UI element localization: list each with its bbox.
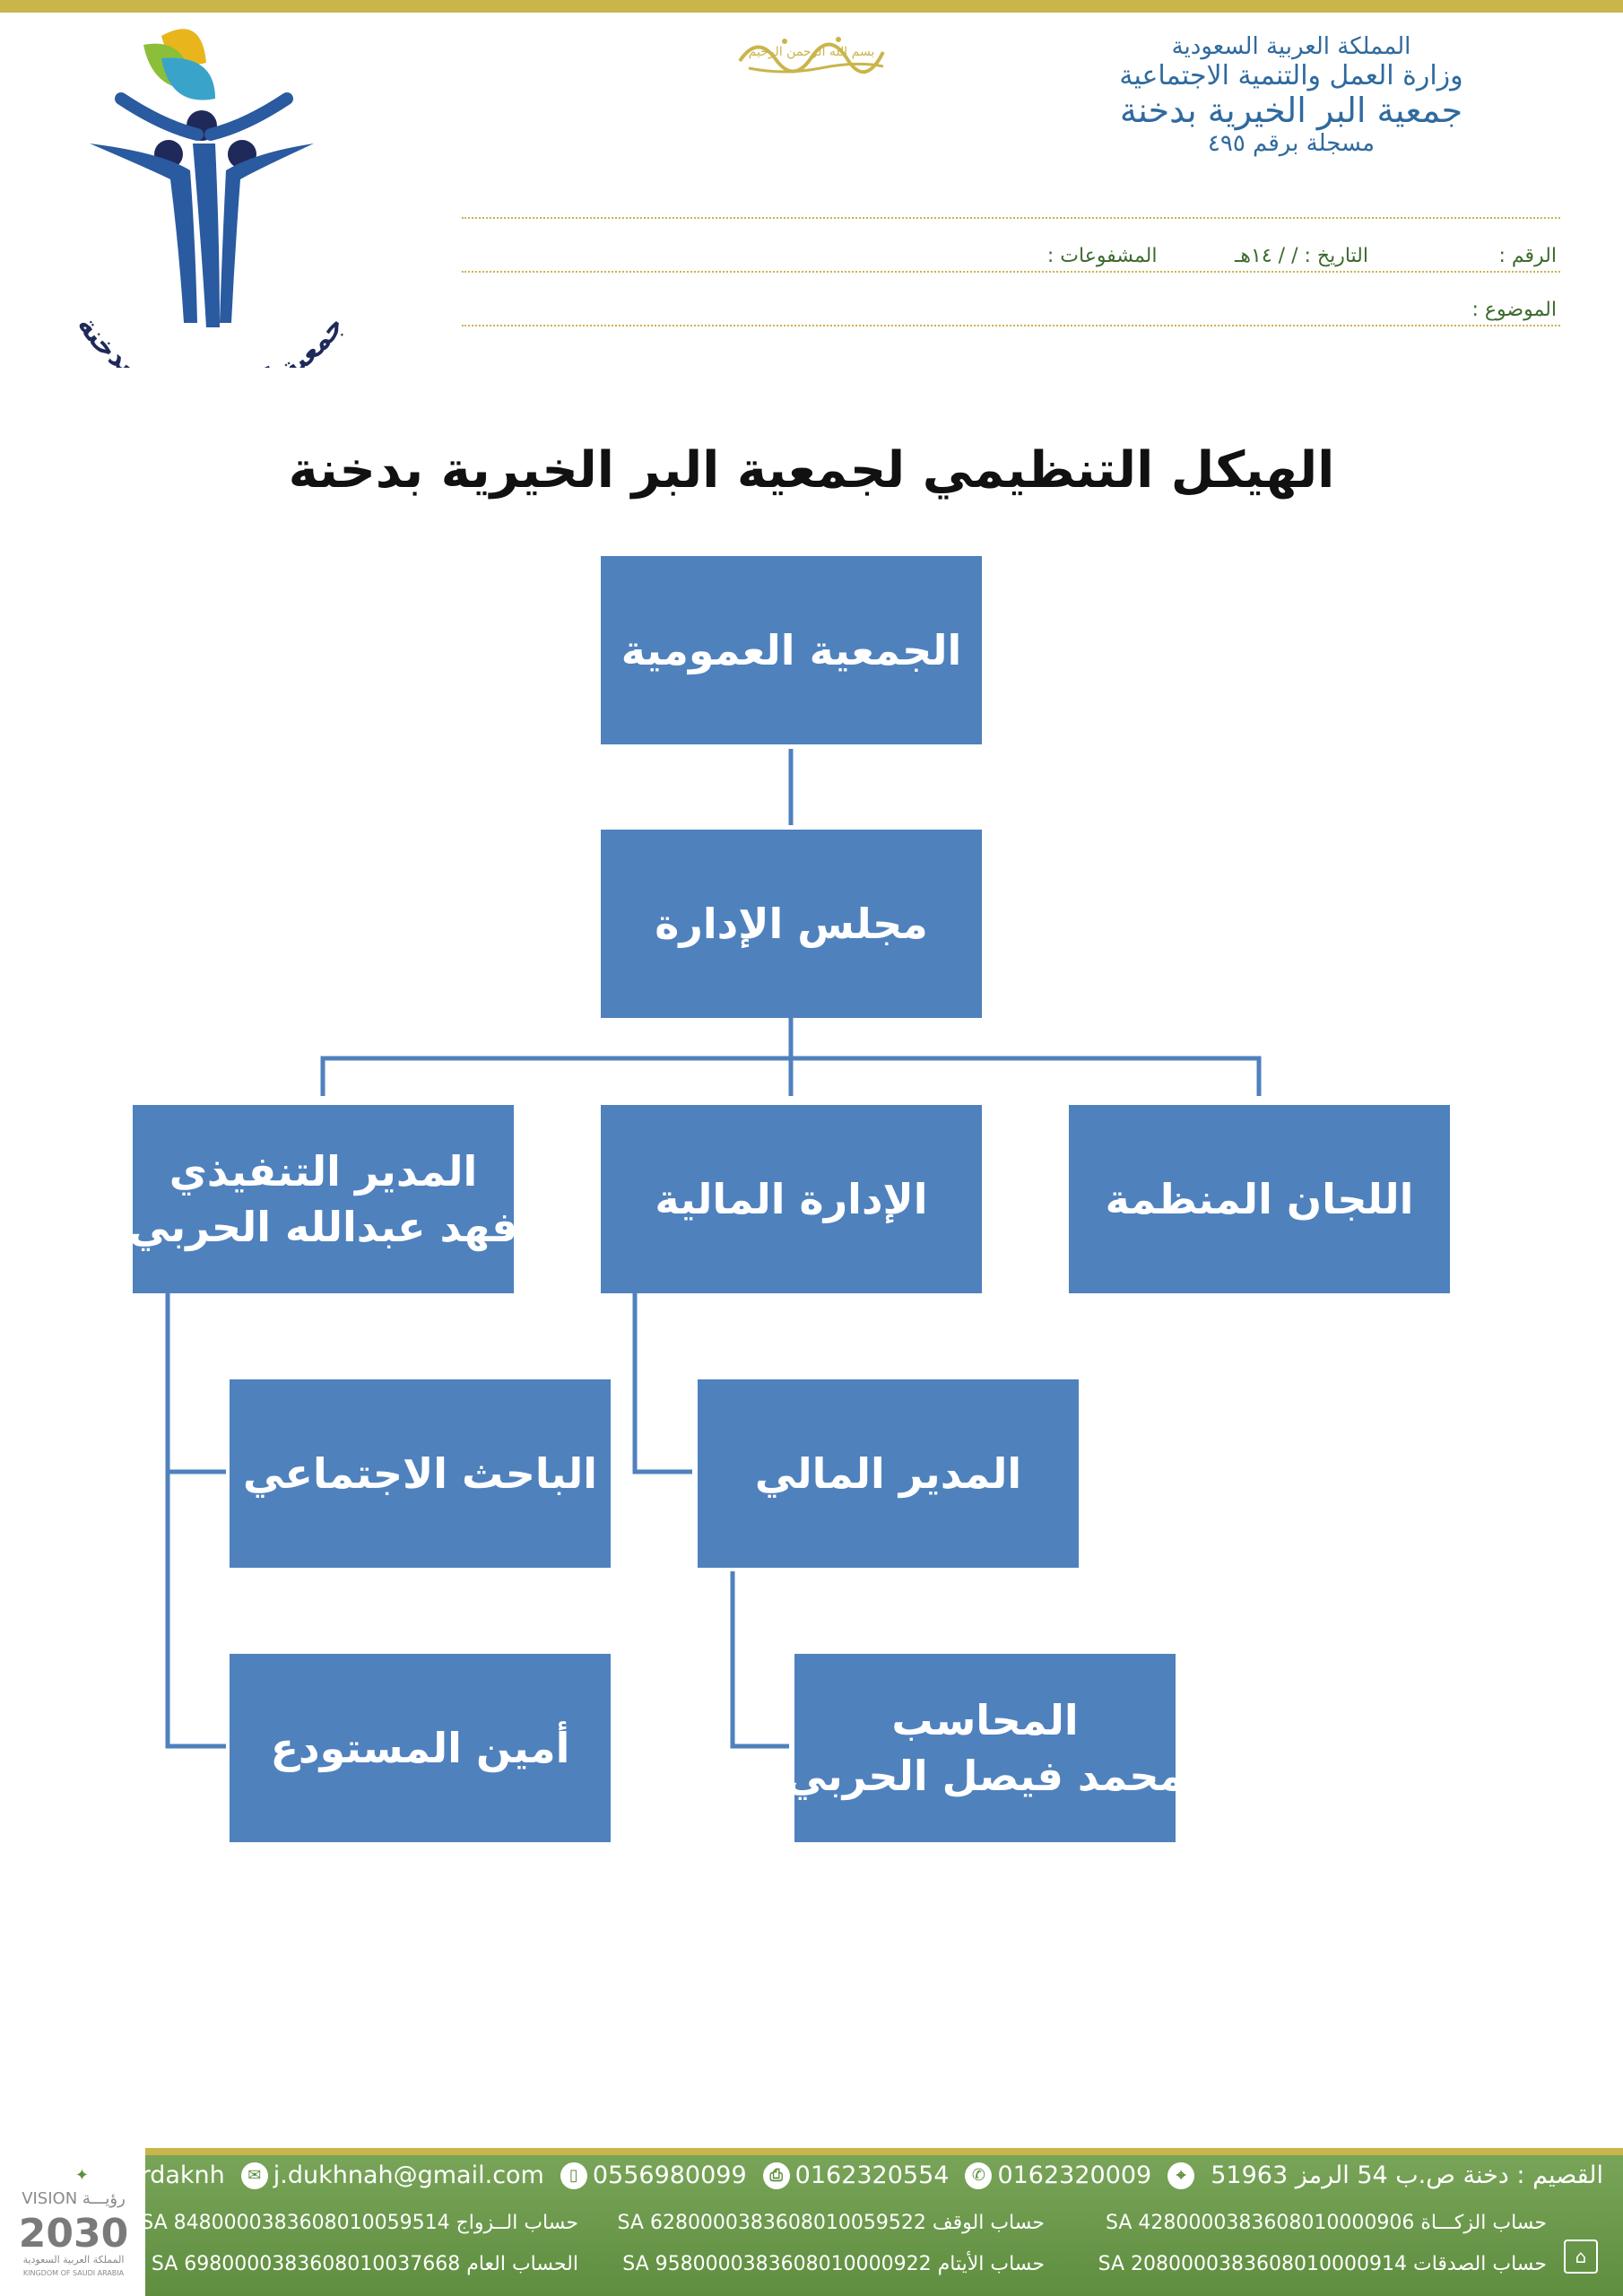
footer-phone1-item[interactable]: ✆ 0162320009	[965, 2161, 1151, 2189]
node-title: المحاسب	[891, 1695, 1079, 1744]
footer-account-zakat: حساب الزكـــاة SA 4280000383608010000906	[1106, 2212, 1547, 2234]
node-title: المدير التنفيذي	[169, 1146, 478, 1196]
footer-twitter-item[interactable]: ✦ @brdaknh	[68, 2161, 225, 2189]
phone-icon: ✆	[965, 2161, 993, 2189]
node-person-name: محمد فيصل الحربي	[785, 1752, 1185, 1800]
connector-manager-accountant	[730, 1571, 789, 1749]
footer-gold-strip	[145, 2148, 1623, 2155]
number-label: الرقم :	[1495, 245, 1560, 267]
node-committees: اللجان المنظمة	[1069, 1105, 1450, 1293]
footer-account-general: الحساب العام SA 6980000383608010037668	[151, 2253, 578, 2275]
footer-bar	[145, 2148, 1623, 2296]
document-title: الهيكل التنظيمي لجمعية البر الخيرية بدخن…	[288, 441, 1335, 500]
footer-address: القصيم : دخنة ص.ب 54 الرمز 51963	[1211, 2161, 1603, 2189]
footer-mobile: 0556980099	[592, 2161, 747, 2189]
fax-icon: ⎙	[762, 2161, 790, 2189]
node-label: مجلس الإدارة	[655, 899, 928, 948]
footer-account-orphans: حساب الأيتام SA 9580000383608010000922	[622, 2253, 1045, 2275]
top-gold-bar	[0, 0, 1623, 13]
mobile-icon: ▯	[560, 2161, 587, 2189]
footer-account-waqf: حساب الوقف SA 6280000383608010059522	[617, 2212, 1045, 2234]
vision-kingdom-ar: المملكة العربية السعودية	[23, 2254, 125, 2266]
node-finance-department: الإدارة المالية	[601, 1105, 982, 1293]
footer-account-charity: حساب الصدقات SA 2080000383608010000914	[1098, 2253, 1547, 2275]
node-label: أمين المستودع	[270, 1723, 570, 1772]
node-accountant: المحاسب محمد فيصل الحربي	[785, 1654, 1185, 1842]
footer-phone1: 0162320009	[997, 2161, 1152, 2189]
connector-board-branches	[320, 1056, 1262, 1096]
footer-phone-item[interactable]: ⌖	[1167, 2161, 1195, 2189]
footer-email: j.dukhnah@gmail.com	[273, 2161, 544, 2189]
node-label: اللجان المنظمة	[1105, 1174, 1414, 1223]
vision-kingdom-en: KINGDOM OF SAUDI ARABIA	[23, 2269, 125, 2277]
location-pin-icon: ⌖	[1167, 2161, 1195, 2189]
twitter-icon: ✦	[68, 2161, 96, 2189]
node-executive-director: المدير التنفيذي فهد عبدالله الحربي	[128, 1105, 518, 1293]
ministry-name: وزارة العمل والتنمية الاجتماعية	[1119, 59, 1463, 91]
footer-email-item[interactable]: ✉ j.dukhnah@gmail.com	[240, 2161, 544, 2189]
connector-exec-warehouse	[165, 1293, 226, 1749]
node-label: الجمعية العمومية	[621, 625, 962, 674]
connector-finance-manager	[632, 1293, 692, 1474]
organization-name: جمعية البر الخيرية بدخنة	[1119, 91, 1463, 131]
footer-account-marriage: حساب الــزواج SA 8480000383608010059514	[141, 2212, 578, 2234]
node-general-assembly: الجمعية العمومية	[601, 556, 982, 744]
meta-blank-line	[462, 190, 1560, 224]
basmala-text: بسم الله الرحمن الرحيم	[749, 45, 875, 59]
node-finance-manager: المدير المالي	[698, 1379, 1079, 1568]
attachments-label: المشفوعات :	[1046, 245, 1158, 267]
node-warehouse-keeper: أمين المستودع	[230, 1654, 611, 1842]
footer-fax-item[interactable]: ⎙ 0162320554	[762, 2161, 950, 2189]
subject-label: الموضوع :	[1468, 299, 1560, 321]
vision-en: VISION رؤيـــة	[22, 2189, 126, 2208]
footer-twitter: @brdaknh	[100, 2161, 225, 2189]
node-label: الإدارة المالية	[655, 1174, 928, 1223]
node-board: مجلس الإدارة	[601, 830, 982, 1018]
bank-icon: ⌂	[1564, 2239, 1598, 2274]
email-icon: ✉	[240, 2161, 268, 2189]
footer-mobile-item[interactable]: ▯ 0556980099	[560, 2161, 747, 2189]
node-social-researcher: الباحث الاجتماعي	[230, 1379, 611, 1568]
vision-2030-logo: VISION رؤيـــة 2030 المملكة العربية السع…	[19, 2189, 128, 2277]
letterhead-header: المملكة العربية السعودية وزارة العمل وال…	[1040, 33, 1542, 158]
footer-contacts: القصيم : دخنة ص.ب 54 الرمز 51963 ⌖ ✆ 016…	[68, 2161, 1603, 2189]
date-label: التاريخ :	[1304, 245, 1368, 267]
node-label: المدير المالي	[754, 1448, 1022, 1498]
basmala-calligraphy: بسم الله الرحمن الرحيم	[738, 37, 885, 74]
registration-number: مسجلة برقم ٤٩٥	[1207, 130, 1376, 158]
meta-subject-row: الموضوع :	[462, 298, 1560, 332]
footer-fax: 0162320554	[794, 2161, 950, 2189]
date-value: / / ١٤هـ	[1234, 245, 1298, 267]
vision-year: 2030	[19, 2211, 128, 2257]
date-group: التاريخ : / / ١٤هـ المشفوعات :	[1043, 245, 1372, 267]
organization-logo: جمعية البر الخيرية بدخنة	[71, 29, 351, 368]
node-person-name: فهد عبدالله الحربي	[128, 1203, 518, 1251]
meta-number-date-row: الرقم : التاريخ : / / ١٤هـ المشفوعات :	[462, 244, 1560, 278]
country-name: المملكة العربية السعودية	[1171, 33, 1411, 60]
node-label: الباحث الاجتماعي	[243, 1448, 597, 1498]
